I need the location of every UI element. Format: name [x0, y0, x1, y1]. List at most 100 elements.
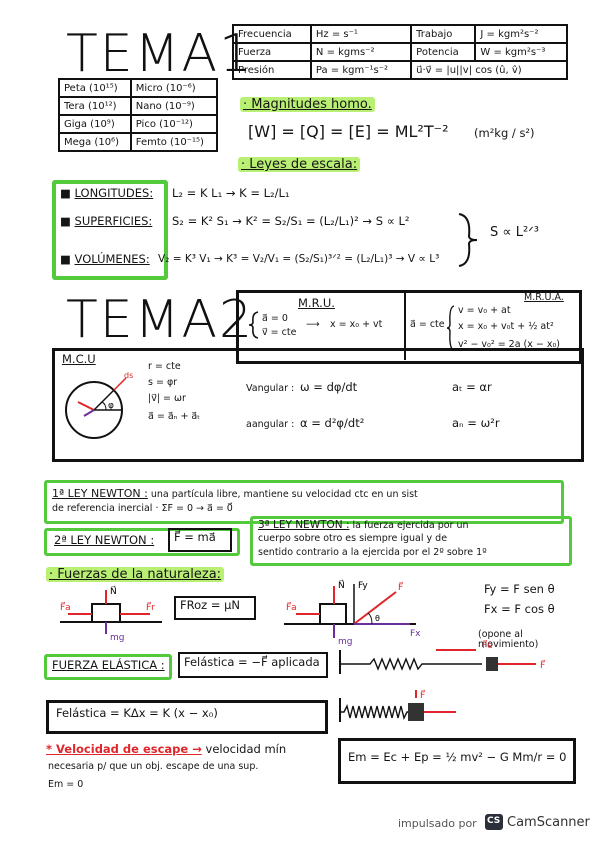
- fr-label: F⃗r: [146, 601, 155, 613]
- newton1-row: 1ª LEY NEWTON : una partícula libre, man…: [52, 488, 418, 500]
- fa-label: F⃗a: [60, 601, 71, 613]
- friction-note: (opone al movimiento): [478, 629, 539, 650]
- magnitudes-formula: [W] = [Q] = [E] = ML²T⁻²: [248, 122, 449, 141]
- escala-heading: · Leyes de escala:: [238, 157, 361, 172]
- dot-product-formula: u⃗·v⃗ = |u||v| cos (û, v̂): [416, 64, 522, 76]
- tema2-title: TEMA2: [66, 290, 255, 350]
- elastica-formula: Felástica = −F⃗ aplicada: [184, 655, 320, 669]
- fuerzas-label: · Fuerzas de la naturaleza:: [46, 567, 225, 582]
- escala-label: · Leyes de escala:: [238, 157, 361, 172]
- arrow-icon: ⟶: [306, 319, 320, 330]
- table-cell: Presión: [232, 60, 312, 80]
- mrua-eq3: v² − v₀² = 2a (x − x₀): [458, 339, 561, 350]
- fx-formula: Fx = F cos θ: [484, 602, 555, 616]
- magnitudes-units: (m²kg / s²): [474, 126, 535, 140]
- footer-brand: CamScanner: [507, 815, 590, 830]
- mcu-at: aₜ = αr: [452, 380, 492, 394]
- vang-label: Vangular :: [246, 383, 295, 394]
- footer: impulsado por CS CamScanner: [0, 800, 599, 848]
- dot-product-cell: u⃗·v⃗ = |u||v| cos (û, v̂): [410, 60, 568, 80]
- right-brace-icon: [458, 213, 478, 267]
- mru-label: M.R.U.: [298, 296, 335, 310]
- divider: [404, 292, 406, 360]
- checkbox-icon: ■: [60, 186, 75, 200]
- longitudes-formula: L₂ = K L₁ → K = L₂/L₁: [172, 186, 290, 200]
- spring-diagram-2: F⃗: [339, 689, 456, 722]
- mcu-s: s = φr: [148, 377, 178, 388]
- mcu-v: |v⃗| = ωr: [148, 393, 186, 404]
- table-cell: Mega (10⁶): [58, 132, 132, 152]
- newton2-label: 2ª LEY NEWTON :: [54, 533, 155, 547]
- superficies-row: ■ SUPERFICIES:: [60, 214, 153, 228]
- ds-label: ds: [124, 371, 133, 380]
- f-spring2-label: F⃗: [420, 689, 425, 701]
- elastica-formula-box: [178, 652, 328, 678]
- mrua-label: M.R.U.A.: [524, 292, 564, 303]
- table-cell: Peta (10¹⁵): [58, 78, 132, 98]
- fy-axis-label: Fy: [358, 581, 368, 591]
- table-row: Presión Pa = kgm⁻¹s⁻² u⃗·v⃗ = |u||v| cos…: [232, 60, 568, 80]
- table-row: Peta (10¹⁵)Micro (10⁻⁶): [58, 78, 219, 98]
- n-label: N⃗: [338, 579, 345, 591]
- volumenes-label: VOLÚMENES:: [74, 252, 150, 266]
- vang-eq: ω = dφ/dt: [300, 380, 358, 394]
- table-cell: J = kgm²s⁻²: [474, 24, 568, 44]
- checkbox-icon: ■: [60, 252, 75, 266]
- theta-label: θ: [375, 614, 380, 623]
- mg-label: mg: [110, 633, 124, 642]
- superficies-label: SUPERFICIES:: [74, 214, 153, 228]
- escape-text2: necesaria p/ que un obj. escape de una s…: [48, 761, 259, 772]
- units-table: Frecuencia Hz = s⁻¹ Trabajo J = kgm²s⁻² …: [232, 24, 568, 80]
- table-row: Tera (10¹²)Nano (10⁻⁹): [58, 96, 219, 116]
- newton2-formula: F⃗ = ma⃗: [174, 530, 216, 544]
- f-spring-label: F⃗: [540, 659, 545, 671]
- froz-box: [174, 596, 256, 620]
- table-cell: Trabajo: [410, 24, 477, 44]
- fuerzas-heading: · Fuerzas de la naturaleza:: [46, 567, 225, 582]
- logo-badge: CS: [487, 816, 501, 826]
- elastica2-box: [46, 700, 328, 734]
- mg2-label: mg: [338, 637, 352, 647]
- froz-formula: FRoz = μN: [180, 598, 241, 612]
- table-cell: Nano (10⁻⁹): [129, 96, 219, 116]
- f-label: F⃗: [398, 581, 403, 593]
- longitudes-label: LONGITUDES:: [74, 186, 154, 200]
- mrua-eq1: v = v₀ + at: [458, 305, 511, 316]
- mcu-label: M.C.U: [62, 352, 96, 366]
- escape-row: * Velocidad de escape → velocidad mín: [46, 742, 287, 756]
- newton2-frame: [44, 528, 240, 556]
- mru-cond2: v⃗ = cte: [262, 327, 297, 338]
- fx-axis-label: Fx: [410, 629, 421, 639]
- newton2-formula-box: [168, 528, 232, 552]
- table-cell: Giga (10⁹): [58, 114, 132, 134]
- escape-text1: velocidad mín: [205, 742, 287, 756]
- table-row: Mega (10⁶)Femto (10⁻¹⁵): [58, 132, 219, 152]
- footer-text: impulsado por: [398, 817, 477, 830]
- tema1-title: TEMA1: [66, 24, 255, 84]
- brace-result: S ∝ L²ᐟ³: [490, 225, 539, 240]
- newton3-line3: sentido contrario a la ejercida por el 2…: [258, 547, 487, 558]
- newton1-text: una partícula libre, mantiene su velocid…: [150, 489, 418, 500]
- mru-result: x = x₀ + vt: [330, 319, 383, 330]
- mrua-eq2: x = x₀ + v₀t + ½ at²: [458, 321, 554, 332]
- newton1-line2: de referencia inercial · ΣF = 0 → a⃗ = 0…: [52, 503, 233, 514]
- volumenes-formula: V₂ = K³ V₁ → K³ = V₂/V₁ = (S₂/S₁)³ᐟ² = (…: [158, 253, 440, 265]
- aang-eq: α = d²φ/dt²: [300, 416, 365, 430]
- aang-label: aangular :: [246, 419, 295, 430]
- newton3-text: la fuerza ejercida por un: [352, 520, 469, 531]
- phi-label: φ: [108, 401, 114, 411]
- table-cell: Femto (10⁻¹⁵): [129, 132, 219, 152]
- fy-formula: Fy = F sen θ: [484, 582, 555, 596]
- table-cell: N = kgms⁻²: [309, 42, 413, 62]
- escape-label: * Velocidad de escape →: [46, 742, 202, 756]
- mcu-r: r = cte: [148, 361, 181, 372]
- magnitudes-label: · Magnitudes homo.: [240, 97, 375, 112]
- mru-cond1: a⃗ = 0: [262, 313, 288, 324]
- superficies-formula: S₂ = K² S₁ → K² = S₂/S₁ = (L₂/L₁)² → S ∝…: [172, 214, 410, 228]
- table-cell: Potencia: [410, 42, 477, 62]
- checkbox-icon: ■: [60, 214, 75, 228]
- circular-motion-diagram: φ ds: [65, 371, 133, 439]
- prefix-table: Peta (10¹⁵)Micro (10⁻⁶) Tera (10¹²)Nano …: [58, 78, 219, 152]
- newton1-frame: [44, 480, 564, 524]
- table-cell: W = kgm²s⁻³: [474, 42, 568, 62]
